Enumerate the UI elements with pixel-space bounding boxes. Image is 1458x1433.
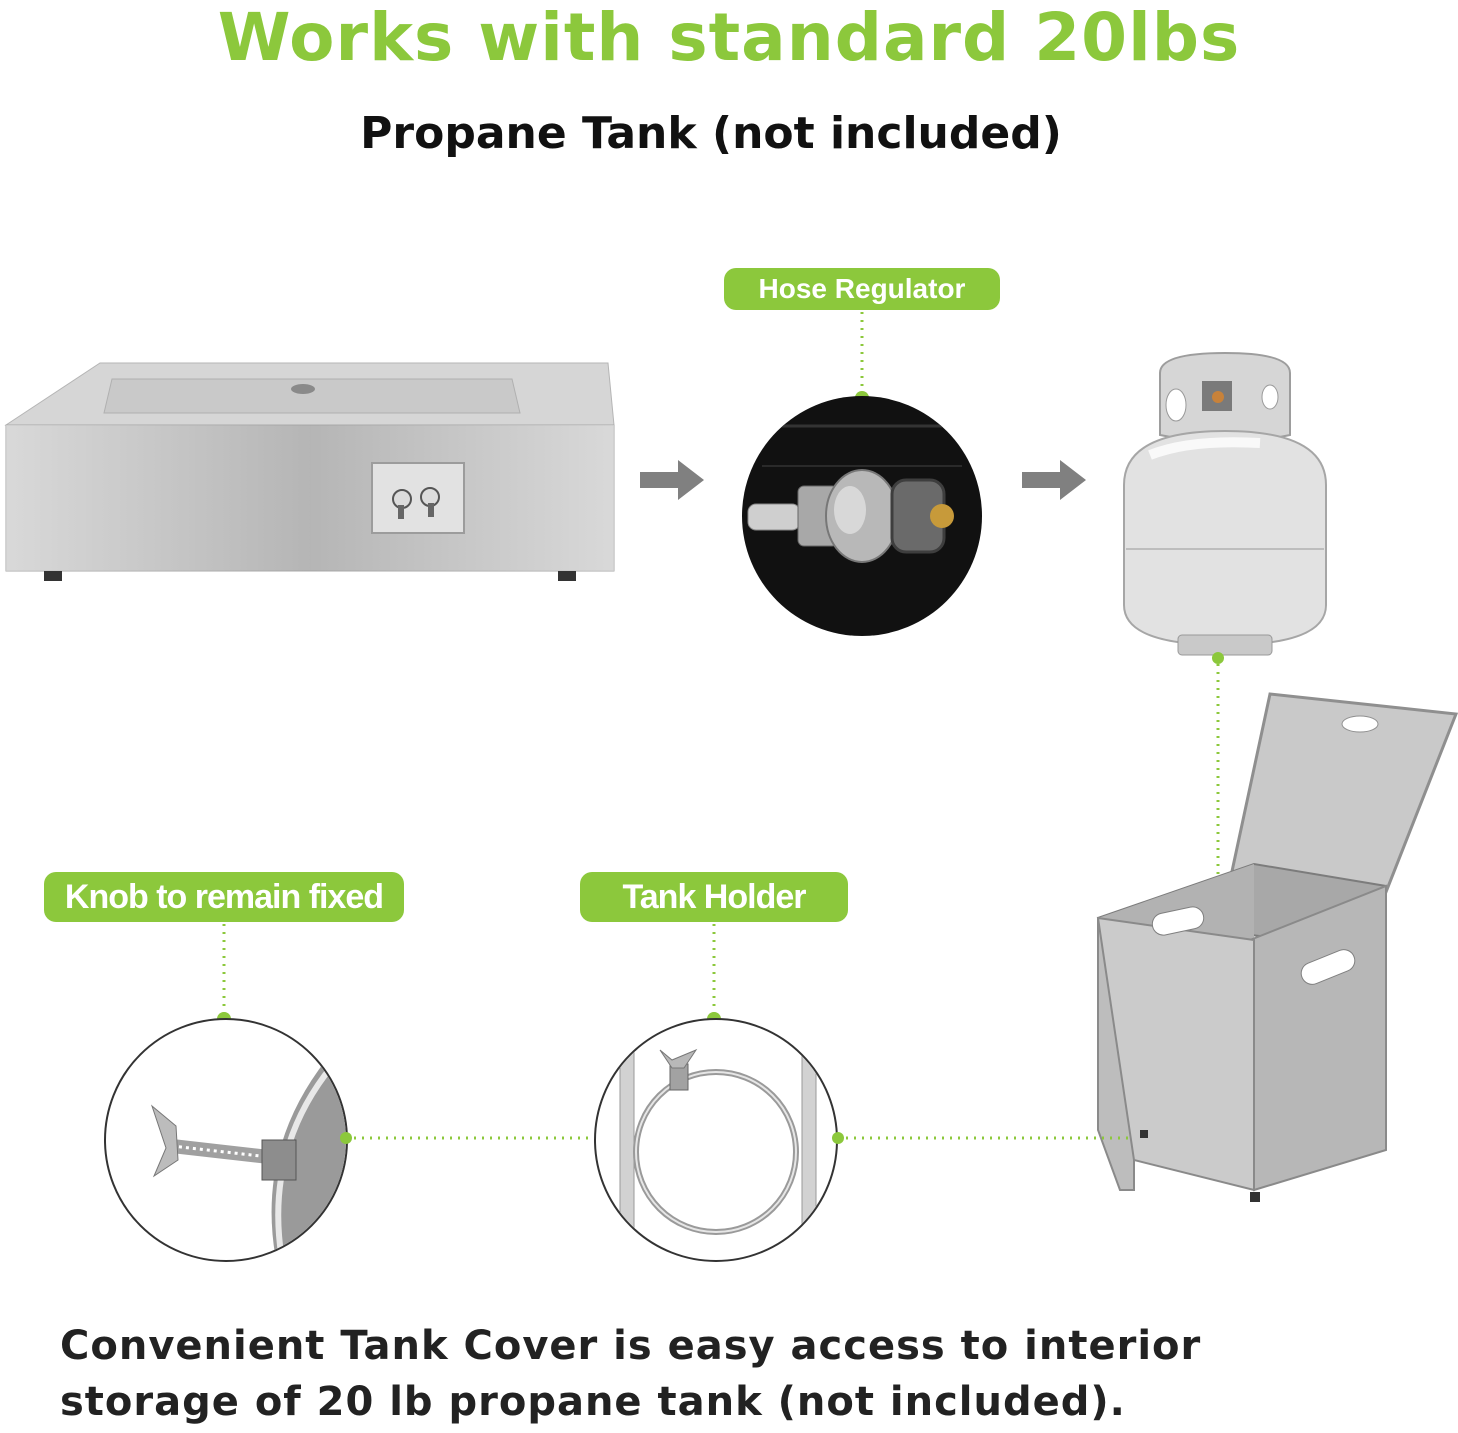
tank-connector-vertical [1208,650,1228,1150]
footer-line-2: storage of 20 lb propane tank (not inclu… [60,1379,1126,1425]
headline: Works with standard 20lbs [217,0,1241,76]
right-arrow-icon [1020,458,1090,502]
subheadline: Propane Tank (not included) [360,108,1062,159]
holder-to-cover-connector [828,1130,1130,1146]
tank-cover-box-image [1090,690,1458,1210]
knob-label: Knob to remain fixed [44,872,404,922]
footer-text: Convenient Tank Cover is easy access to … [60,1318,1440,1430]
tank-holder-connector [706,922,722,1028]
hose-regulator-image [742,396,982,636]
propane-tank-image [1090,335,1360,665]
hose-regulator-label: Hose Regulator [724,268,1000,310]
hose-regulator-connector [854,310,870,406]
footer-line-1: Convenient Tank Cover is easy access to … [60,1323,1202,1369]
tank-holder-label: Tank Holder [580,872,848,922]
fire-table-image [0,355,620,595]
right-arrow-icon [638,458,708,502]
tank-holder-detail-image [594,1018,838,1262]
knob-to-holder-connector [338,1130,594,1146]
knob-detail-image [104,1018,348,1262]
knob-connector [216,922,232,1028]
